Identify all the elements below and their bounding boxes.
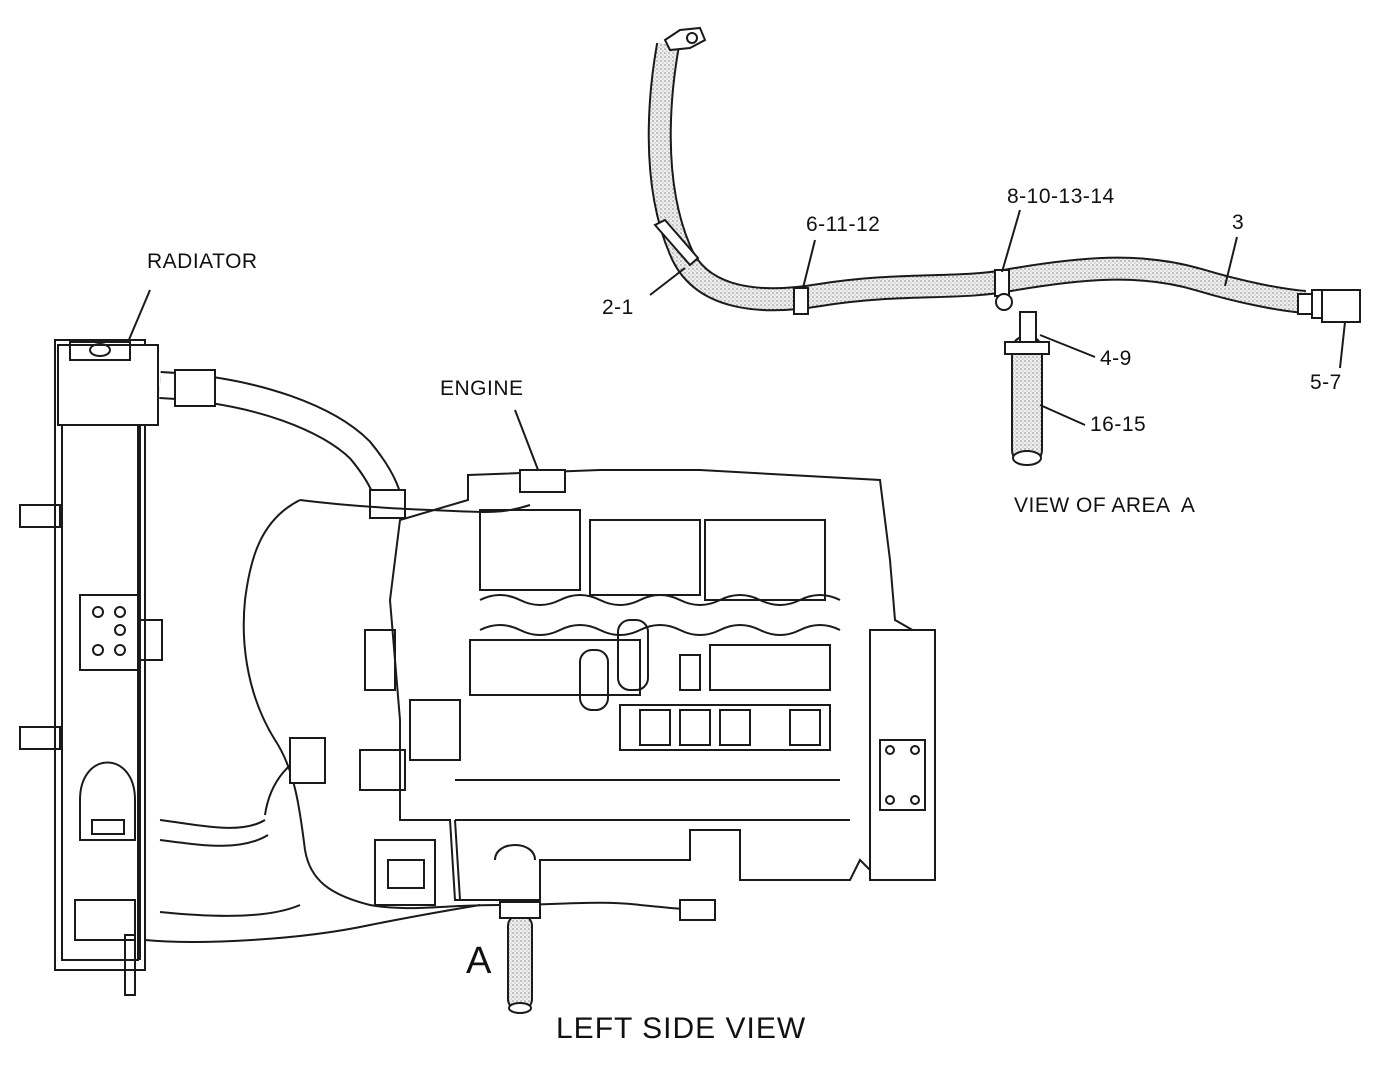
callout-5-7: 5-7 xyxy=(1310,371,1342,394)
engine-assembly-drawing xyxy=(19,289,937,1014)
callout-6-11-12: 6-11-12 xyxy=(806,213,881,236)
view-of-area-a-title: VIEW OF AREA A xyxy=(1014,494,1196,517)
callout-3: 3 xyxy=(1232,211,1245,234)
detail-hose-assembly xyxy=(647,26,1361,466)
engine-block-drawing xyxy=(359,409,937,906)
callout-2-1: 2-1 xyxy=(602,296,634,319)
engine-label: ENGINE xyxy=(440,377,524,400)
callout-4-9: 4-9 xyxy=(1100,347,1132,370)
left-side-view-title: LEFT SIDE VIEW xyxy=(556,1012,807,1045)
callout-16-15: 16-15 xyxy=(1090,413,1147,436)
radiator-drawing xyxy=(19,289,163,996)
callout-8-10-13-14: 8-10-13-14 xyxy=(1007,185,1115,208)
radiator-label: RADIATOR xyxy=(147,250,258,273)
area-a-marker: A xyxy=(466,940,492,982)
